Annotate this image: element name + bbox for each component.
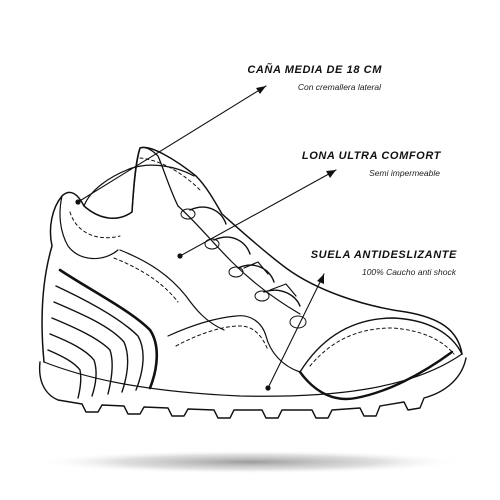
arrow-head-3 <box>317 274 324 284</box>
callout-title-lona: LONA ULTRA COMFORT <box>301 150 441 162</box>
callout-title-cana: CAÑA MEDIA DE 18 CM <box>247 64 382 76</box>
leader-dot-2 <box>177 253 183 259</box>
arrow-head-2 <box>326 170 336 178</box>
heel-stripes <box>47 268 159 399</box>
toe-cap <box>299 317 463 373</box>
ground-shadow <box>35 450 465 474</box>
laces <box>177 205 307 329</box>
leader-dot-1 <box>75 199 81 205</box>
tongue <box>131 146 179 213</box>
outsole <box>38 357 467 419</box>
arrow-head-1 <box>256 86 266 94</box>
callout-subtitle-cana: Con cremallera lateral <box>297 82 381 92</box>
callout-subtitle-lona: Semi impermeable <box>369 168 440 178</box>
callout-subtitle-suela: 100% Caucho anti shock <box>361 267 456 277</box>
callout-title-suela: SUELA ANTIDESLIZANTE <box>310 249 457 261</box>
leader-dot-3 <box>265 385 271 391</box>
leader-lines <box>77 85 337 389</box>
